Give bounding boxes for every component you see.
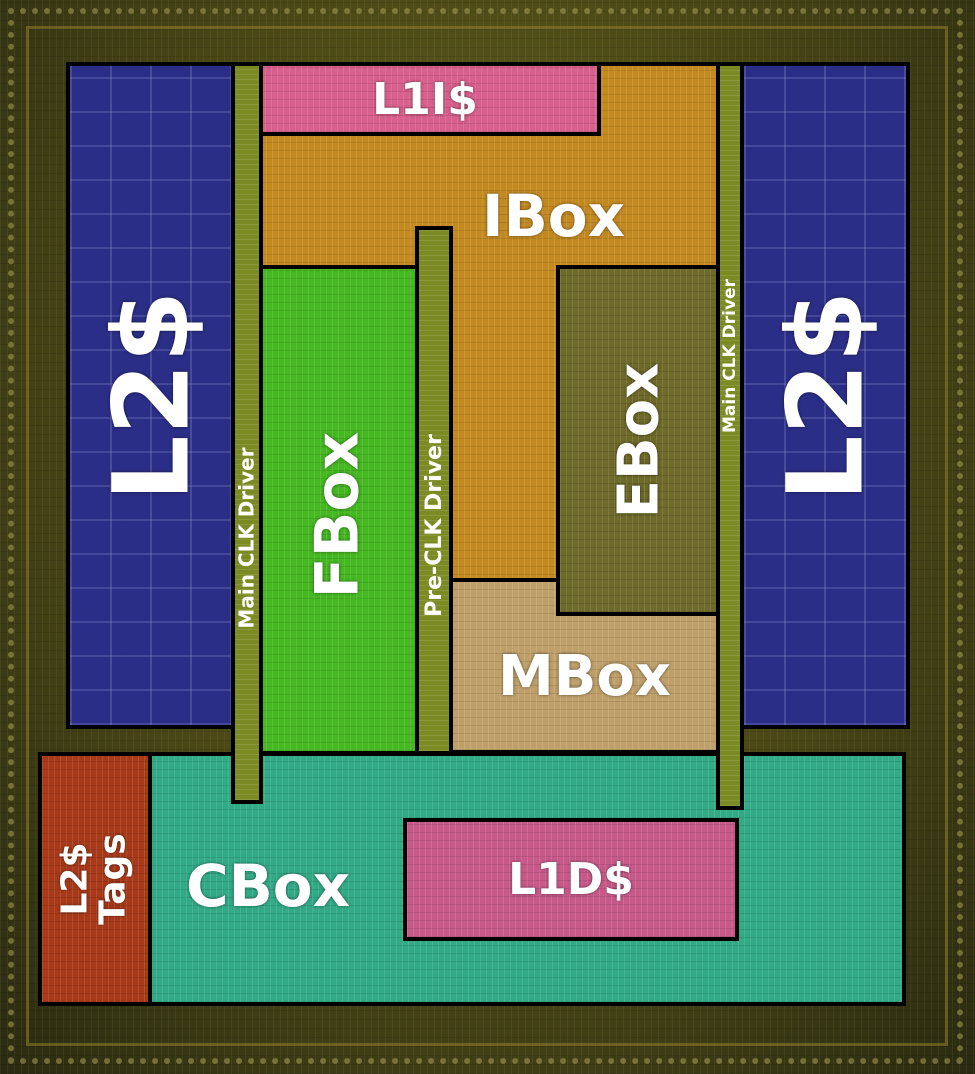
pre-clk-driver: Pre-CLK Driver [415, 226, 453, 755]
mbox-label: MBox [498, 644, 671, 709]
ebox-block: EBox [556, 265, 721, 616]
fbox-label: FBox [303, 432, 373, 599]
l2-cache-right-block: L2$ [740, 62, 910, 729]
pre-clk-driver-label: Pre-CLK Driver [422, 434, 447, 617]
ibox-label: IBox [482, 182, 625, 250]
main-clk-driver-right-label: Main CLK Driver [720, 279, 740, 433]
main-clk-driver-left-label: Main CLK Driver [235, 447, 259, 628]
l1d-cache-label: L1D$ [508, 854, 634, 905]
l2-cache-left-label: L2$ [90, 290, 212, 501]
l2-cache-right-label: L2$ [764, 290, 886, 501]
l2-tags-label-line2: Tags [95, 833, 133, 924]
l1i-cache-label: L1I$ [372, 74, 478, 125]
main-clk-driver-left: Main CLK Driver [231, 62, 263, 804]
l2-tags-label-line1: L2$ [57, 833, 95, 924]
l1d-cache-block: L1D$ [403, 818, 739, 941]
l1i-cache-block: L1I$ [249, 62, 601, 136]
l2-cache-left-block: L2$ [66, 62, 236, 729]
l2-tags-block: L2$ Tags [38, 752, 152, 1006]
cbox-label: CBox [186, 852, 350, 920]
ebox-label: EBox [606, 363, 671, 519]
main-clk-driver-right: Main CLK Driver [716, 62, 744, 810]
fbox-block: FBox [256, 265, 419, 755]
l2-tags-label: L2$ Tags [57, 833, 133, 924]
